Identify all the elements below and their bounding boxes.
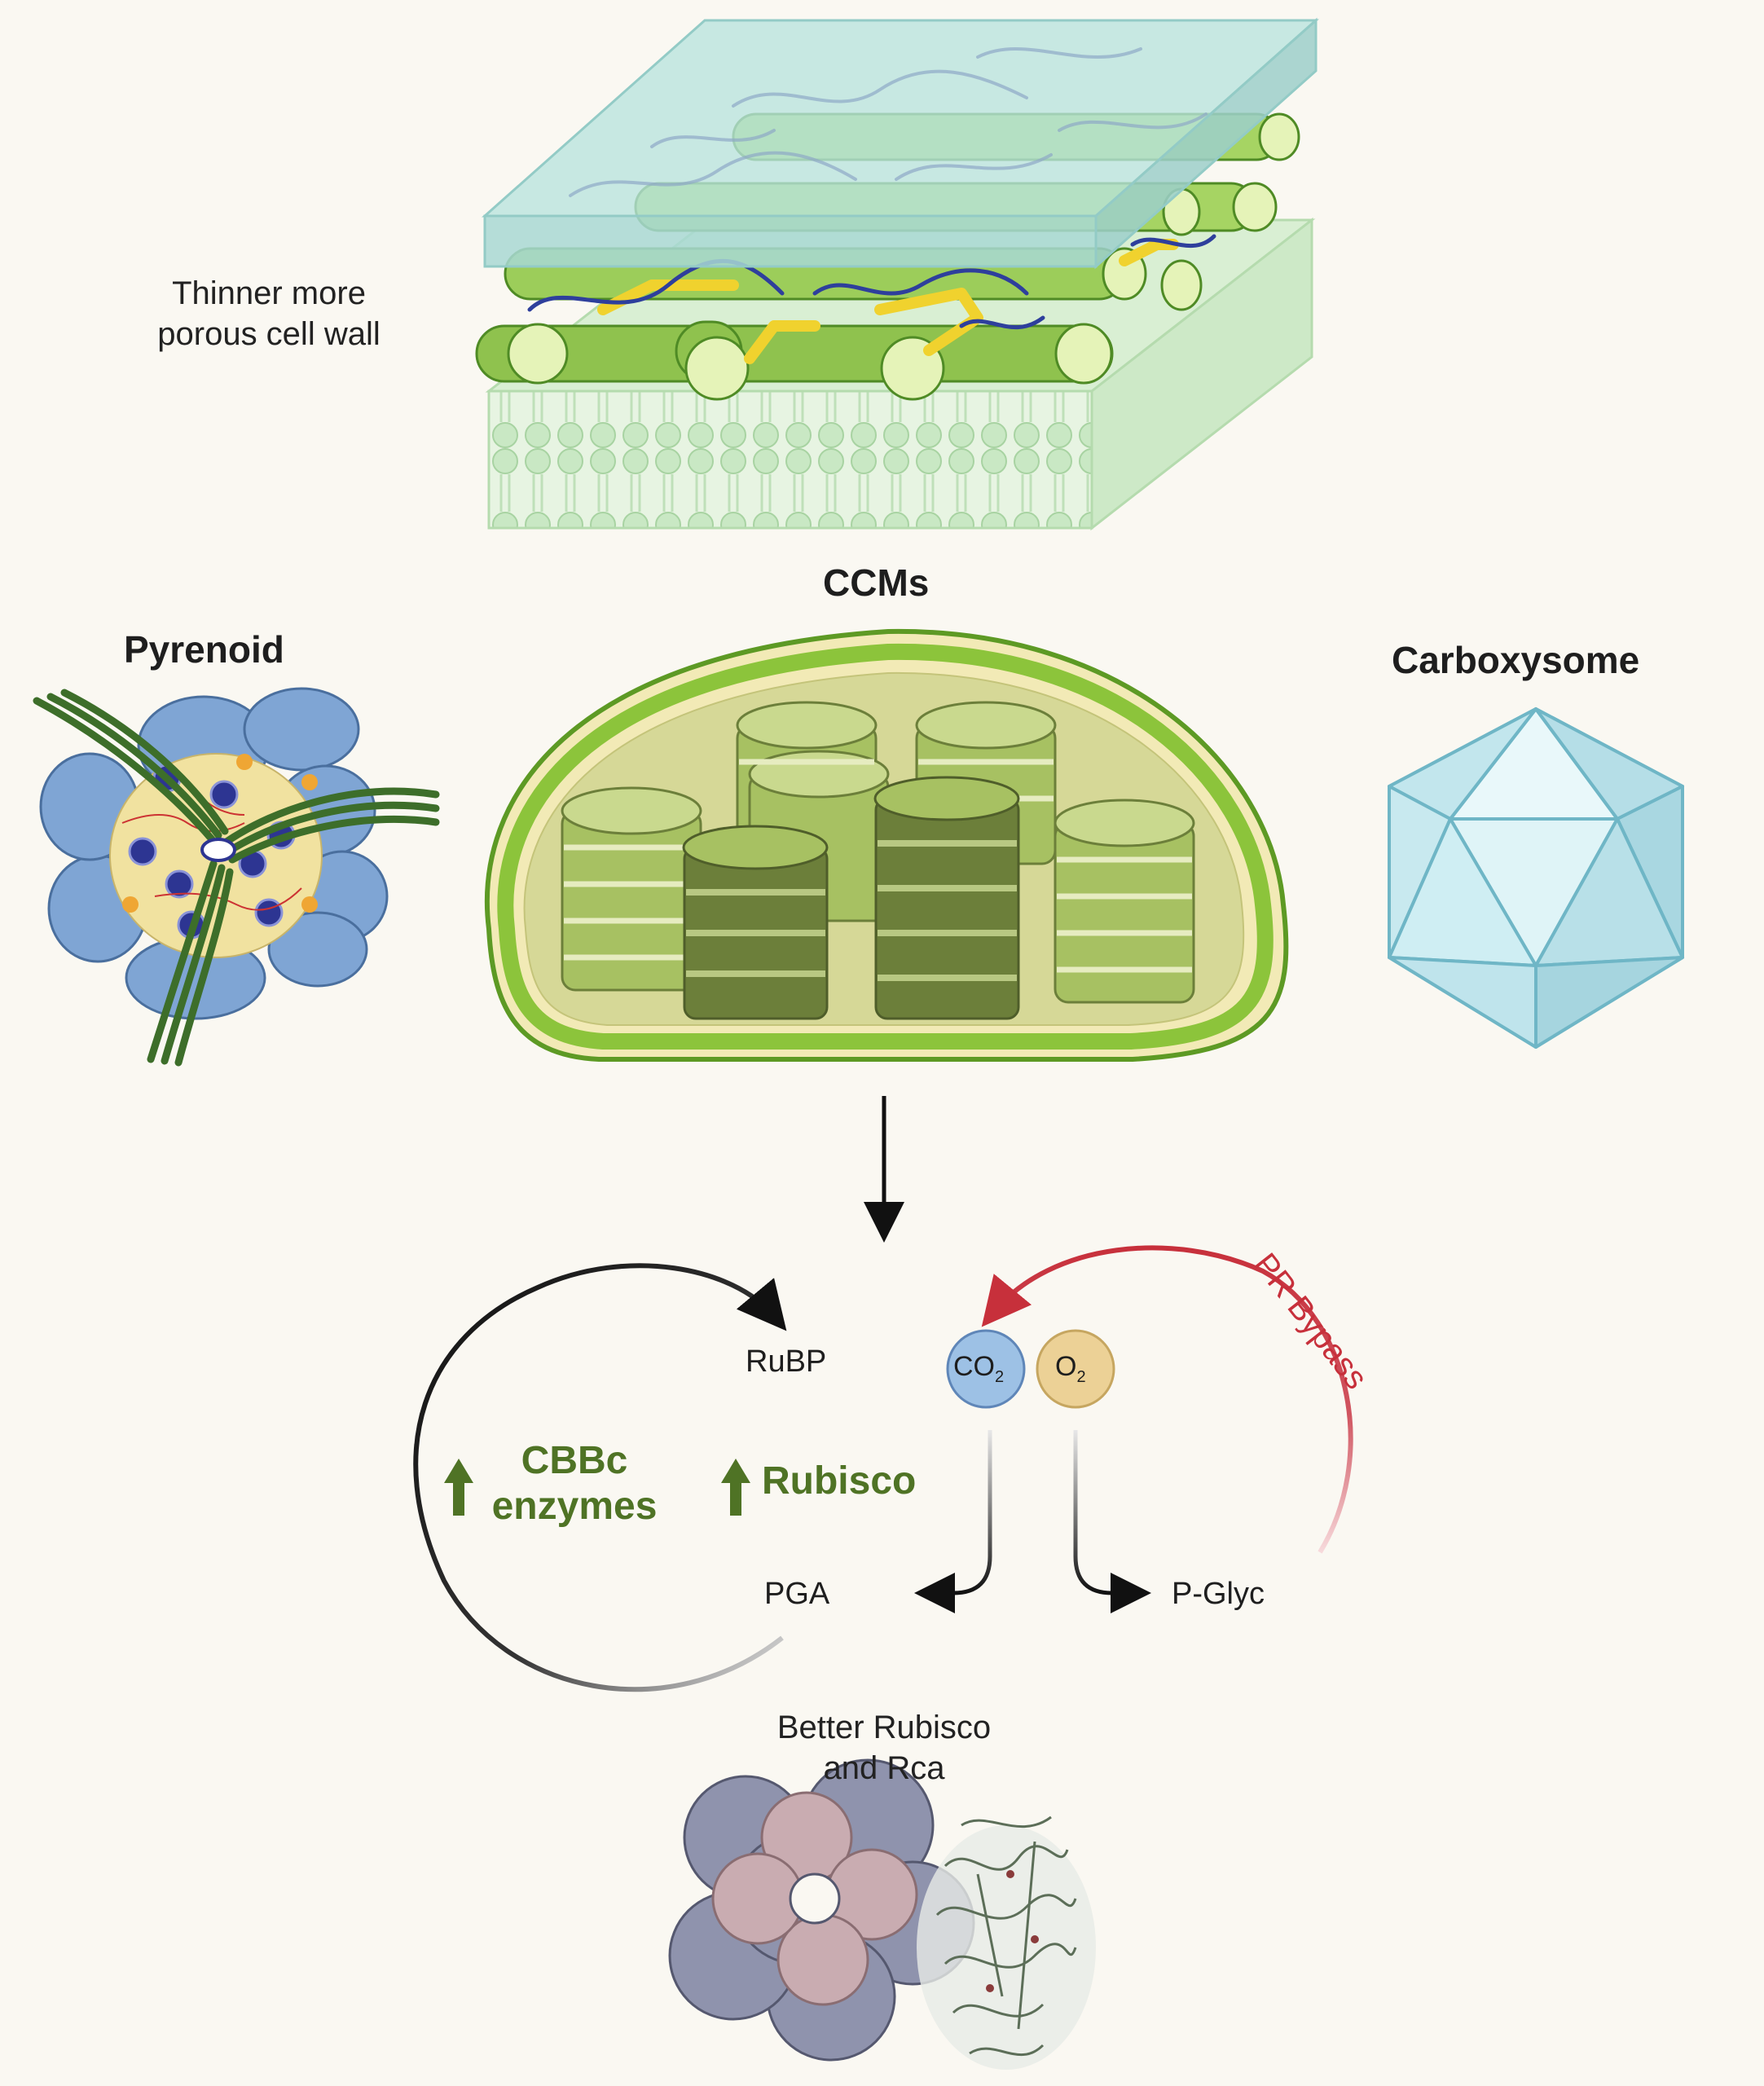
cbbc-enzymes-label: CBBc enzymes: [477, 1438, 672, 1529]
pyrenoid-illustration: [33, 687, 440, 1067]
cell-wall-label-line1: Thinner more: [172, 275, 366, 311]
pyrenoid-label: Pyrenoid: [124, 628, 284, 671]
cbbc-line1: CBBc: [521, 1439, 628, 1482]
rubisco-rca-line2: and Rca: [823, 1750, 945, 1786]
cell-wall-illustration: [475, 17, 1319, 531]
pglyc-label: P-Glyc: [1172, 1577, 1265, 1611]
o2-label: O2: [1055, 1351, 1086, 1387]
cell-wall-label-line2: porous cell wall: [157, 316, 381, 352]
cbb-cycle-arc: [413, 1263, 787, 1692]
up-arrow-icon: [444, 1459, 473, 1516]
co2-bubble: [946, 1329, 1026, 1409]
carboxysome-label: Carboxysome: [1392, 639, 1640, 681]
o2-to-pglyc-arrow: [1073, 1430, 1151, 1613]
co2-to-pga-arrow: [914, 1430, 992, 1613]
rubisco-up-label: Rubisco: [762, 1459, 917, 1503]
up-arrow-icon: [721, 1459, 750, 1516]
carboxysome-illustration: [1388, 707, 1684, 1049]
co2-base: CO: [953, 1351, 995, 1382]
rubisco-rca-label: Better Rubisco and Rca: [721, 1707, 1047, 1789]
rubisco-rca-structure: [668, 1758, 1096, 2070]
o2-base: O: [1055, 1351, 1077, 1382]
chloroplast-illustration: [484, 628, 1289, 1062]
rubp-label: RuBP: [746, 1344, 827, 1379]
pga-label: PGA: [764, 1577, 830, 1611]
cbbc-line2: enzymes: [491, 1485, 658, 1528]
co2-label: CO2: [953, 1351, 1004, 1387]
pr-bypass-arc: [981, 1245, 1353, 1554]
rubisco-rca-line1: Better Rubisco: [776, 1710, 992, 1745]
o2-bubble: [1036, 1329, 1115, 1409]
co2-sub: 2: [995, 1367, 1005, 1386]
ccms-title: CCMs: [823, 561, 930, 604]
o2-sub: 2: [1076, 1367, 1086, 1386]
cell-wall-label: Thinner more porous cell wall: [122, 273, 416, 354]
